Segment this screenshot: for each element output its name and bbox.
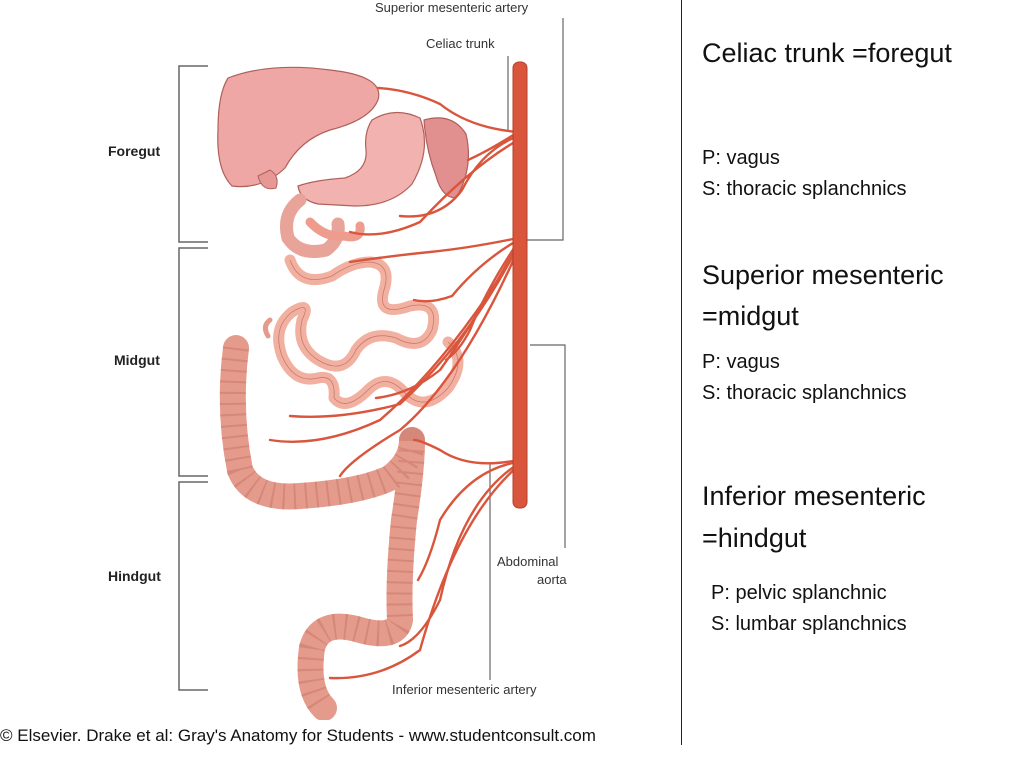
abdominal-aorta-label-line1: Abdominal <box>497 554 559 569</box>
celiac-branch-stomach <box>398 134 520 218</box>
celiac-branch-duodenum <box>348 138 520 236</box>
leader-lines <box>489 18 566 680</box>
celiac-trunk-label: Celiac trunk <box>426 36 495 51</box>
appendix-shape <box>262 317 273 339</box>
small-intestine-outline <box>278 259 459 404</box>
celiac-parasympathetic: P: vagus <box>702 147 780 169</box>
sma-leader-line <box>520 18 564 241</box>
ima-branch-1 <box>412 438 520 465</box>
midgut-bracket <box>178 247 208 477</box>
spleen-shape <box>423 117 470 199</box>
superior-mesenteric-artery-label: Superior mesenteric artery <box>375 0 529 15</box>
superior-parasympathetic: P: vagus <box>702 351 780 373</box>
foregut-bracket <box>178 65 208 243</box>
inferior-heading-line2: =hindgut <box>702 523 807 553</box>
superior-sympathetic: S: thoracic splanchnics <box>702 382 907 404</box>
abdominal-aorta-label-line2: aorta <box>537 572 567 587</box>
sma-branch-2 <box>412 238 520 303</box>
figure-caption: © Elsevier. Drake et al: Gray's Anatomy … <box>0 726 596 745</box>
hindgut-label: Hindgut <box>108 568 161 584</box>
celiac-sympathetic: S: thoracic splanchnics <box>702 178 907 200</box>
ima-branch-2 <box>416 460 520 582</box>
inferior-parasympathetic: P: pelvic splanchnic <box>711 582 887 604</box>
superior-heading-line1: Superior mesenteric <box>702 260 944 290</box>
liver-shape <box>217 66 380 188</box>
inferior-heading-line1: Inferior mesenteric <box>702 481 926 511</box>
aorta-leader-line <box>530 344 566 548</box>
anatomy-figure-panel: Superior mesenteric artery Celiac trunk … <box>0 0 682 745</box>
pancreas-shape <box>305 217 365 242</box>
sma-branch-3 <box>444 240 520 362</box>
region-brackets <box>178 65 208 691</box>
celiac-branch-liver <box>376 86 520 134</box>
colon-shape <box>219 335 425 720</box>
hindgut-bracket <box>178 481 208 691</box>
inferior-mesenteric-artery-label: Inferior mesenteric artery <box>392 682 537 697</box>
sma-branch-7 <box>338 248 520 478</box>
sma-branch-1 <box>348 236 520 264</box>
sma-branch-6 <box>268 246 520 443</box>
midgut-label: Midgut <box>114 352 160 368</box>
inferior-sympathetic: S: lumbar splanchnics <box>711 613 907 635</box>
celiac-heading: Celiac trunk =foregut <box>702 38 952 68</box>
ima-branch-4 <box>328 464 520 680</box>
abdominal-aorta <box>512 61 528 509</box>
ima-branch-3 <box>398 462 520 648</box>
superior-heading-line2: =midgut <box>702 301 799 331</box>
sma-branch-5 <box>288 244 520 418</box>
foregut-label: Foregut <box>108 143 161 159</box>
gut-arterial-supply-diagram <box>178 18 566 720</box>
gallbladder-shape <box>257 169 278 190</box>
stomach-shape <box>297 111 426 207</box>
sma-branch-4 <box>374 242 520 400</box>
